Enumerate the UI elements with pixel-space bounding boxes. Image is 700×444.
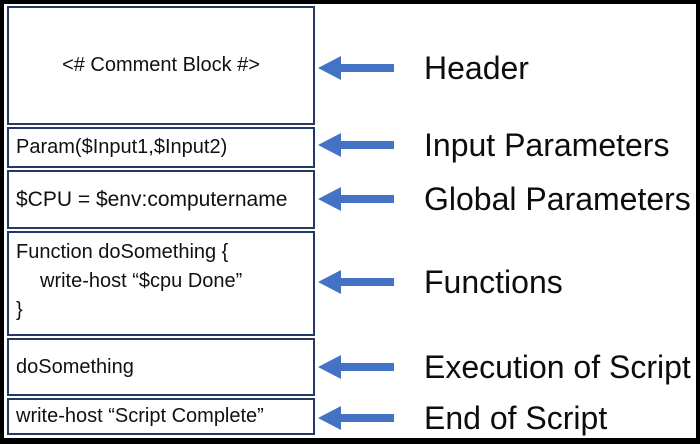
left-arrow-icon	[318, 55, 394, 81]
label-global-parameters: Global Parameters	[424, 181, 691, 217]
label-end-of-script: End of Script	[424, 400, 608, 436]
input-parameters-box: Param($Input1,$Input2)	[7, 127, 315, 168]
code-text-param: Param($Input1,$Input2)	[16, 136, 228, 158]
execution-box: doSomething	[7, 338, 315, 396]
end-of-script-box: write-host “Script Complete”	[7, 398, 315, 435]
left-arrow-icon	[318, 186, 394, 212]
code-text-dosomething: doSomething	[16, 355, 134, 378]
comment-block-box: <# Comment Block #>	[7, 6, 315, 125]
code-text-cpu: $CPU = $env:computername	[16, 187, 288, 211]
code-text-function-open: Function doSomething {	[16, 241, 229, 263]
left-arrow-icon	[318, 405, 394, 431]
code-text-function-close: }	[16, 299, 23, 321]
code-text-comment-block: <# Comment Block #>	[62, 54, 260, 76]
label-execution-of-script: Execution of Script	[424, 349, 691, 385]
functions-box: Function doSomething { write-host “$cpu …	[7, 231, 315, 336]
label-input-parameters: Input Parameters	[424, 127, 670, 163]
global-parameters-box: $CPU = $env:computername	[7, 170, 315, 229]
label-header: Header	[424, 50, 529, 86]
left-arrow-icon	[318, 354, 394, 380]
code-text-script-complete: write-host “Script Complete”	[16, 405, 264, 427]
left-arrow-icon	[318, 132, 394, 158]
code-text-function-body: write-host “$cpu Done”	[40, 270, 243, 292]
left-arrow-icon	[318, 269, 394, 295]
label-functions: Functions	[424, 264, 563, 300]
